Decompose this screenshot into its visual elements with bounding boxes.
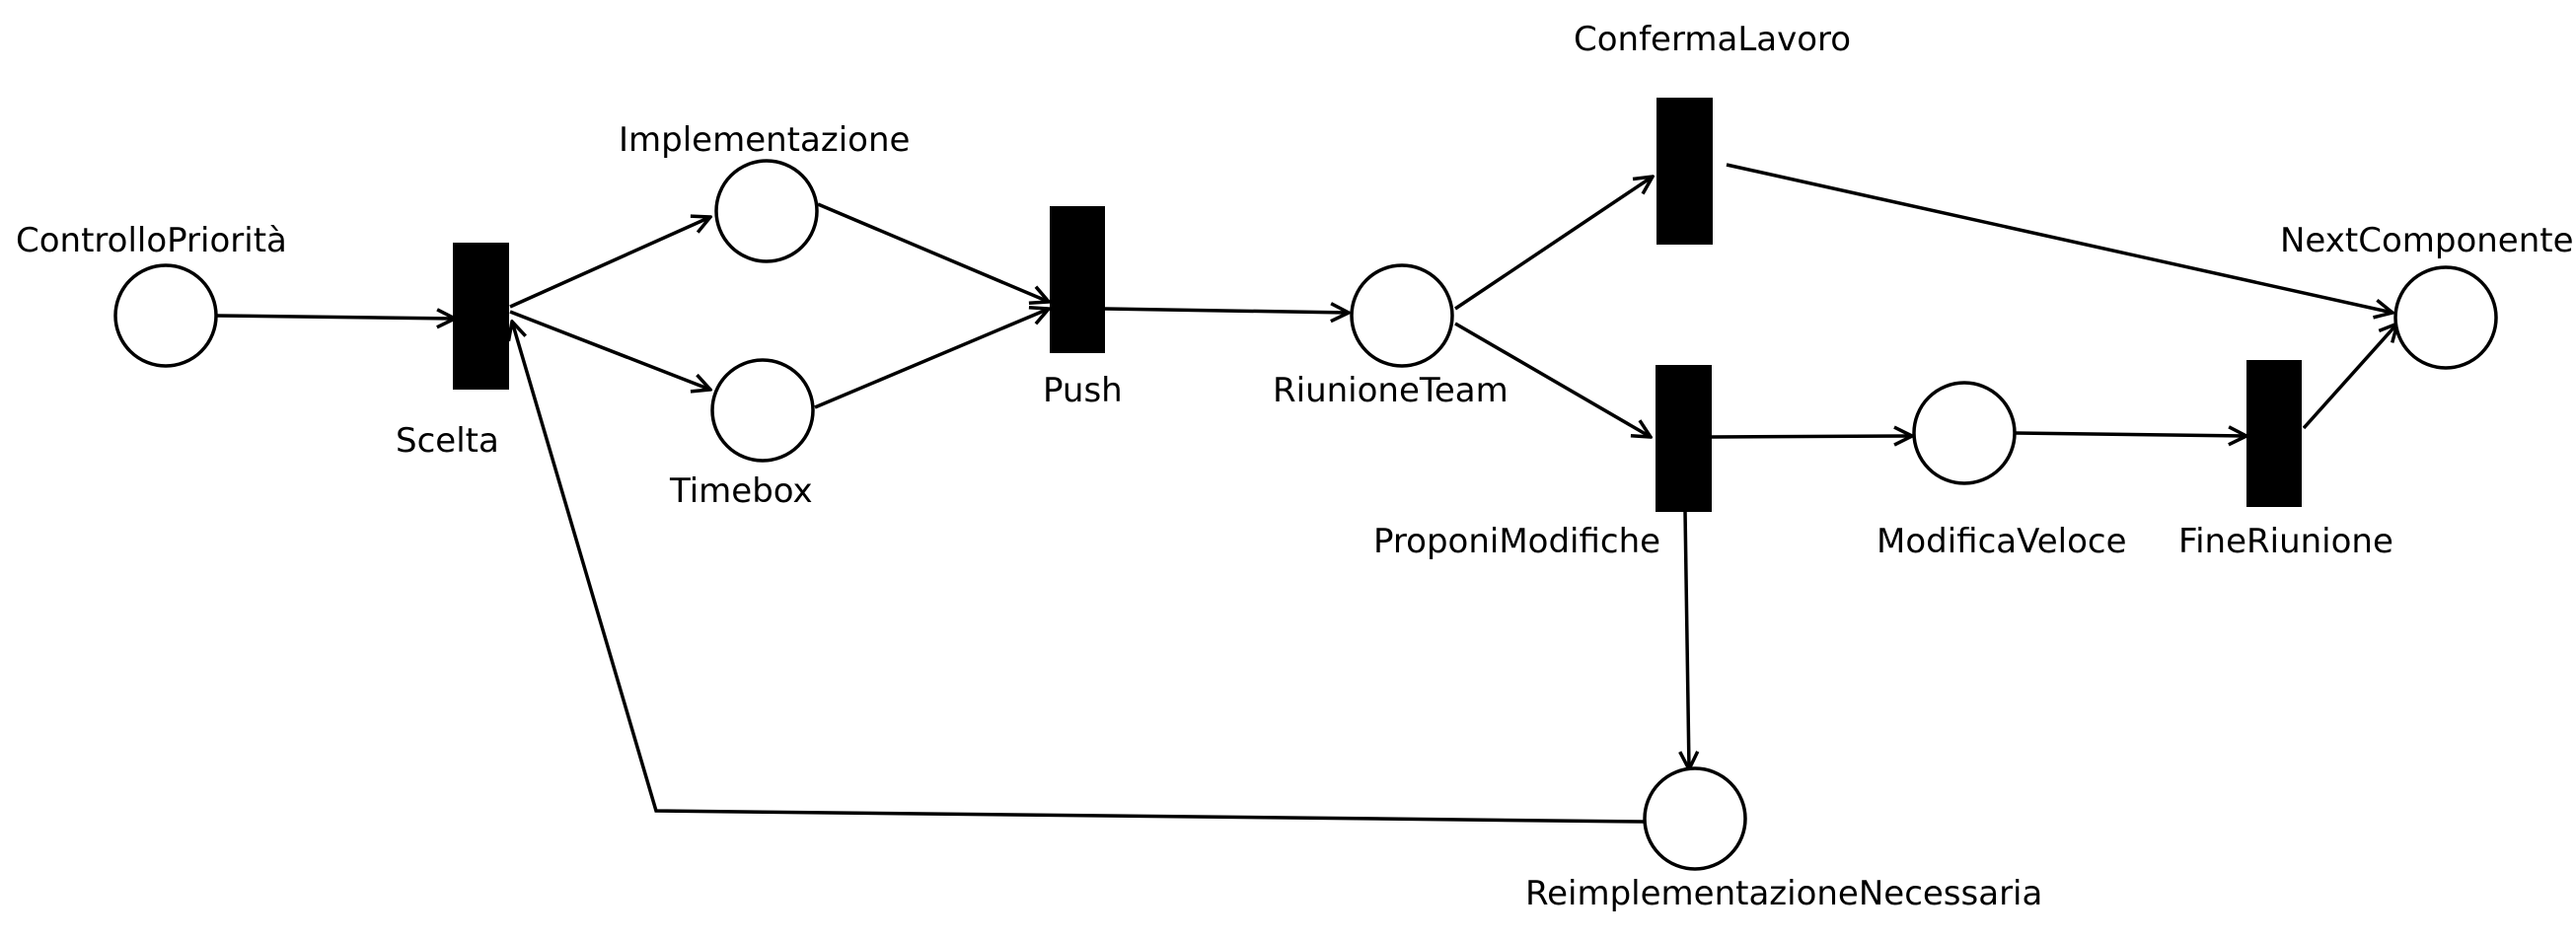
label-modifica-veloce: ModificaVeloce	[1877, 522, 2127, 561]
arc-scelta-to-implementazione	[509, 217, 710, 309]
place-riunione-team	[1350, 263, 1454, 368]
arc-riunione-to-conferma	[1454, 177, 1653, 311]
arc-conferma-to-next	[1726, 163, 2392, 313]
transition-proponi-modifiche	[1656, 365, 1712, 512]
place-next-componente	[2393, 265, 2498, 370]
label-riunione-team: RiunioneTeam	[1273, 371, 1509, 410]
label-implementazione: Implementazione	[619, 120, 910, 160]
place-implementazione	[714, 159, 819, 263]
label-fine-riunione: FineRiunione	[2178, 522, 2393, 561]
arc-riunione-to-proponi	[1454, 322, 1651, 437]
place-timebox	[710, 358, 815, 463]
place-reimplementazione-necessaria	[1643, 766, 1747, 871]
arc-proponi-to-modifica	[1711, 436, 1912, 437]
label-push: Push	[1043, 371, 1123, 410]
label-proponi-modifiche: ProponiModifiche	[1373, 522, 1660, 561]
transition-scelta	[453, 243, 509, 390]
arc-implementazione-to-push	[817, 202, 1049, 302]
transition-conferma-lavoro	[1656, 98, 1713, 245]
label-conferma-lavoro: ConfermaLavoro	[1574, 20, 1851, 59]
arc-controllo-to-scelta	[216, 316, 455, 319]
arc-fine-to-next	[2302, 324, 2397, 430]
arc-proponi-to-reimpl	[1685, 510, 1689, 769]
arc-reimpl-to-scelta	[512, 322, 1645, 824]
label-scelta: Scelta	[396, 421, 499, 461]
label-next-componente: NextComponente	[2280, 221, 2574, 260]
arc-push-to-riunione	[1104, 309, 1349, 313]
place-controllo-priorita	[113, 263, 218, 368]
arc-modifica-to-fine	[2014, 433, 2246, 436]
label-controllo-priorita: ControlloPriorità	[16, 221, 287, 260]
label-reimplementazione-necessaria: ReimplementazioneNecessaria	[1525, 874, 2042, 913]
transition-push	[1050, 206, 1105, 353]
arc-timebox-to-push	[814, 309, 1049, 409]
transition-fine-riunione	[2246, 360, 2302, 507]
place-modifica-veloce	[1912, 381, 2017, 485]
arc-scelta-to-timebox	[509, 310, 710, 390]
label-timebox: Timebox	[669, 471, 813, 511]
